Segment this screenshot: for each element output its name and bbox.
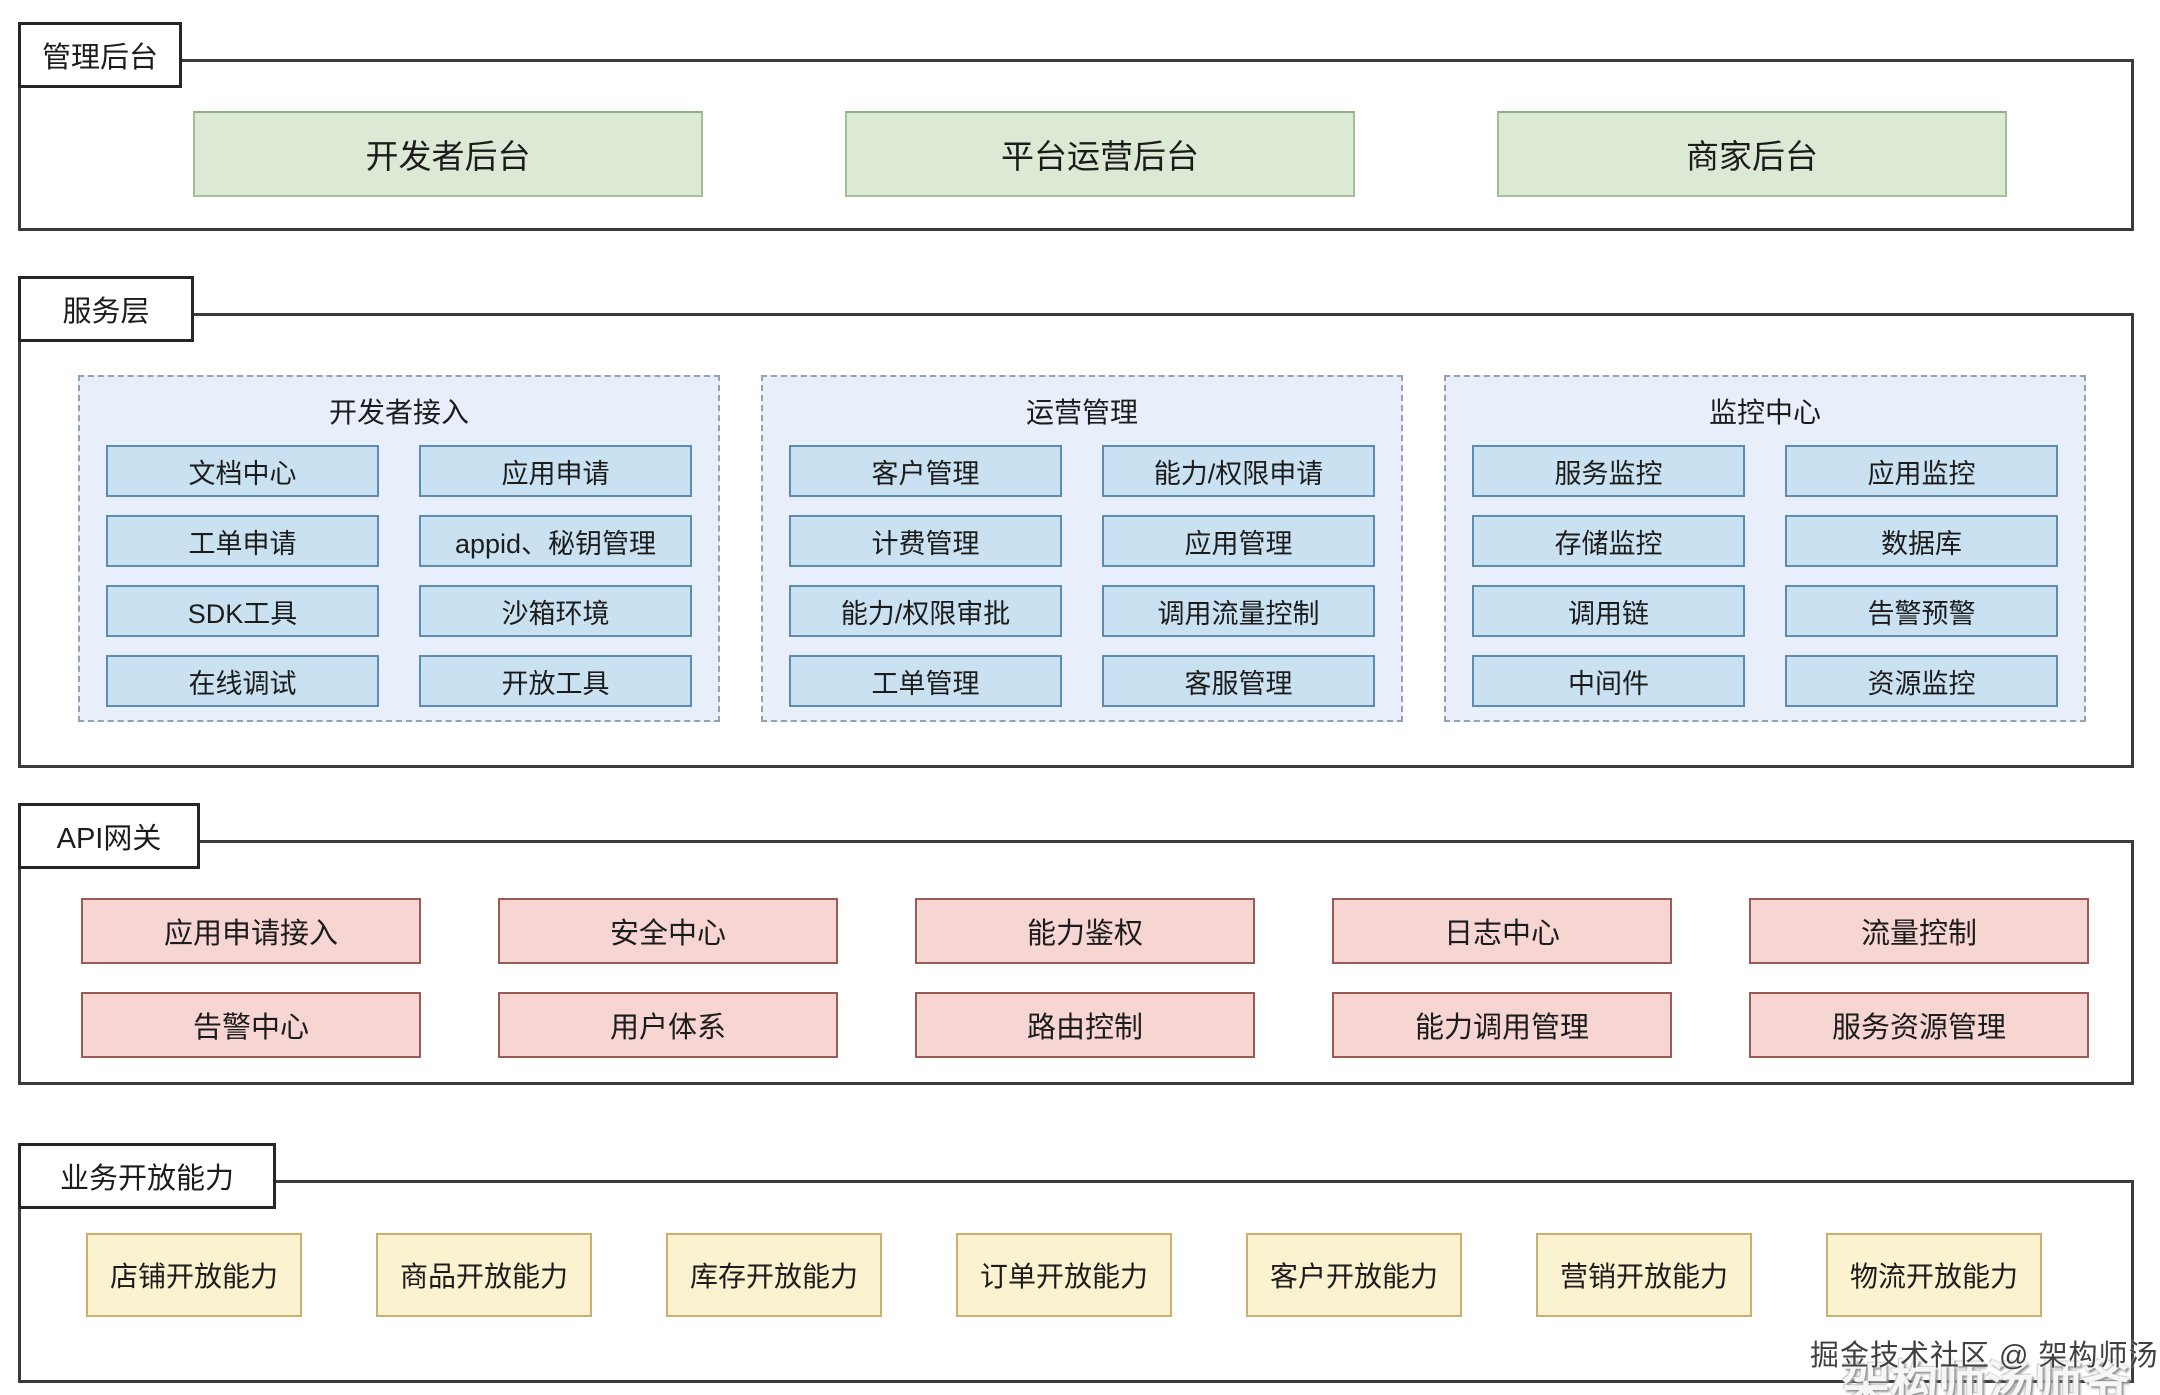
- box-service-monitor: 服务监控: [1472, 445, 1745, 497]
- box-database: 数据库: [1785, 515, 2058, 567]
- panel-developer-access: 开发者接入 文档中心 应用申请 工单申请 appid、秘钥管理 SDK工具 沙箱…: [78, 375, 720, 722]
- box-app-apply: 应用申请: [419, 445, 692, 497]
- box-ticket-mgmt: 工单管理: [789, 655, 1062, 707]
- panel-operation-mgmt-title: 运营管理: [1025, 397, 1138, 428]
- box-storage-monitor: 存储监控: [1472, 515, 1745, 567]
- section-business-label-text: 业务开放能力: [59, 1163, 234, 1195]
- box-merchant-backend: 商家后台: [1497, 111, 2007, 197]
- box-open-tools: 开放工具: [419, 655, 692, 707]
- box-middleware: 中间件: [1472, 655, 1745, 707]
- box-alert-center: 告警中心: [81, 992, 421, 1058]
- panel-monitor-center-grid: 服务监控 应用监控 存储监控 数据库 调用链 告警预警 中间件 资源监控: [1446, 445, 2084, 707]
- section-business-open-capability: 业务开放能力 店铺开放能力 商品开放能力 库存开放能力 订单开放能力 客户开放能…: [18, 1143, 2134, 1383]
- box-capability-permission-approve: 能力/权限审批: [789, 585, 1062, 637]
- box-sandbox-env: 沙箱环境: [419, 585, 692, 637]
- box-alert-warning: 告警预警: [1785, 585, 2058, 637]
- box-security-center: 安全中心: [498, 898, 838, 964]
- section-service-label: 服务层: [18, 276, 194, 342]
- box-app-mgmt: 应用管理: [1102, 515, 1375, 567]
- gateway-row-1: 应用申请接入 安全中心 能力鉴权 日志中心 流量控制: [21, 898, 2131, 964]
- box-inventory-open-capability: 库存开放能力: [666, 1233, 882, 1317]
- box-service-resource-mgmt: 服务资源管理: [1749, 992, 2089, 1058]
- box-log-center: 日志中心: [1332, 898, 1672, 964]
- panel-developer-access-title: 开发者接入: [328, 397, 469, 428]
- gateway-row-2: 告警中心 用户体系 路由控制 能力调用管理 服务资源管理: [21, 992, 2131, 1058]
- admin-box-row: 开发者后台 平台运营后台 商家后台: [21, 62, 2131, 197]
- box-customer-service-mgmt: 客服管理: [1102, 655, 1375, 707]
- box-capability-permission-apply: 能力/权限申请: [1102, 445, 1375, 497]
- section-service-label-text: 服务层: [62, 296, 150, 328]
- box-sdk-tools: SDK工具: [106, 585, 379, 637]
- section-admin-label: 管理后台: [18, 22, 182, 88]
- box-marketing-open-capability: 营销开放能力: [1536, 1233, 1752, 1317]
- box-user-system: 用户体系: [498, 992, 838, 1058]
- box-product-open-capability: 商品开放能力: [376, 1233, 592, 1317]
- section-api-gateway-label: API网关: [18, 803, 200, 869]
- box-traffic-control: 流量控制: [1749, 898, 2089, 964]
- business-box-row: 店铺开放能力 商品开放能力 库存开放能力 订单开放能力 客户开放能力 营销开放能…: [21, 1183, 2131, 1317]
- box-billing-mgmt: 计费管理: [789, 515, 1062, 567]
- box-appid-secret-mgmt: appid、秘钥管理: [419, 515, 692, 567]
- box-order-open-capability: 订单开放能力: [956, 1233, 1172, 1317]
- box-shop-open-capability: 店铺开放能力: [86, 1233, 302, 1317]
- panel-monitor-center: 监控中心 服务监控 应用监控 存储监控 数据库 调用链 告警预警 中间件 资源监…: [1444, 375, 2086, 722]
- box-call-traffic-control: 调用流量控制: [1102, 585, 1375, 637]
- section-business-label: 业务开放能力: [18, 1143, 276, 1209]
- box-online-debug: 在线调试: [106, 655, 379, 707]
- box-route-control: 路由控制: [915, 992, 1255, 1058]
- watermark-juejin: 掘金技术社区 @ 架构师汤师爷: [1810, 1340, 2160, 1372]
- section-admin-backend: 管理后台 开发者后台 平台运营后台 商家后台: [18, 22, 2134, 231]
- section-service-layer: 服务层 开发者接入 文档中心 应用申请 工单申请 appid、秘钥管理 SDK工…: [18, 276, 2134, 768]
- box-app-apply-access: 应用申请接入: [81, 898, 421, 964]
- box-customer-mgmt: 客户管理: [789, 445, 1062, 497]
- box-call-chain: 调用链: [1472, 585, 1745, 637]
- section-api-gateway: API网关 应用申请接入 安全中心 能力鉴权 日志中心 流量控制 告警中心 用户…: [18, 803, 2134, 1085]
- panel-developer-access-grid: 文档中心 应用申请 工单申请 appid、秘钥管理 SDK工具 沙箱环境 在线调…: [80, 445, 718, 707]
- service-panel-row: 开发者接入 文档中心 应用申请 工单申请 appid、秘钥管理 SDK工具 沙箱…: [21, 316, 2131, 722]
- box-ticket-apply: 工单申请: [106, 515, 379, 567]
- box-capability-call-mgmt: 能力调用管理: [1332, 992, 1672, 1058]
- panel-operation-mgmt-grid: 客户管理 能力/权限申请 计费管理 应用管理 能力/权限审批 调用流量控制 工单…: [763, 445, 1401, 707]
- section-api-gateway-label-text: API网关: [56, 823, 162, 855]
- box-doc-center: 文档中心: [106, 445, 379, 497]
- box-app-monitor: 应用监控: [1785, 445, 2058, 497]
- panel-operation-mgmt: 运营管理 客户管理 能力/权限申请 计费管理 应用管理 能力/权限审批 调用流量…: [761, 375, 1403, 722]
- panel-monitor-center-title: 监控中心: [1708, 397, 1821, 428]
- box-resource-monitor: 资源监控: [1785, 655, 2058, 707]
- box-capability-auth: 能力鉴权: [915, 898, 1255, 964]
- box-logistics-open-capability: 物流开放能力: [1826, 1233, 2042, 1317]
- box-developer-backend: 开发者后台: [193, 111, 703, 197]
- watermark-author: 架构师汤师爷: [1842, 1358, 2131, 1395]
- box-platform-ops-backend: 平台运营后台: [845, 111, 1355, 197]
- box-customer-open-capability: 客户开放能力: [1246, 1233, 1462, 1317]
- section-admin-label-text: 管理后台: [41, 42, 158, 74]
